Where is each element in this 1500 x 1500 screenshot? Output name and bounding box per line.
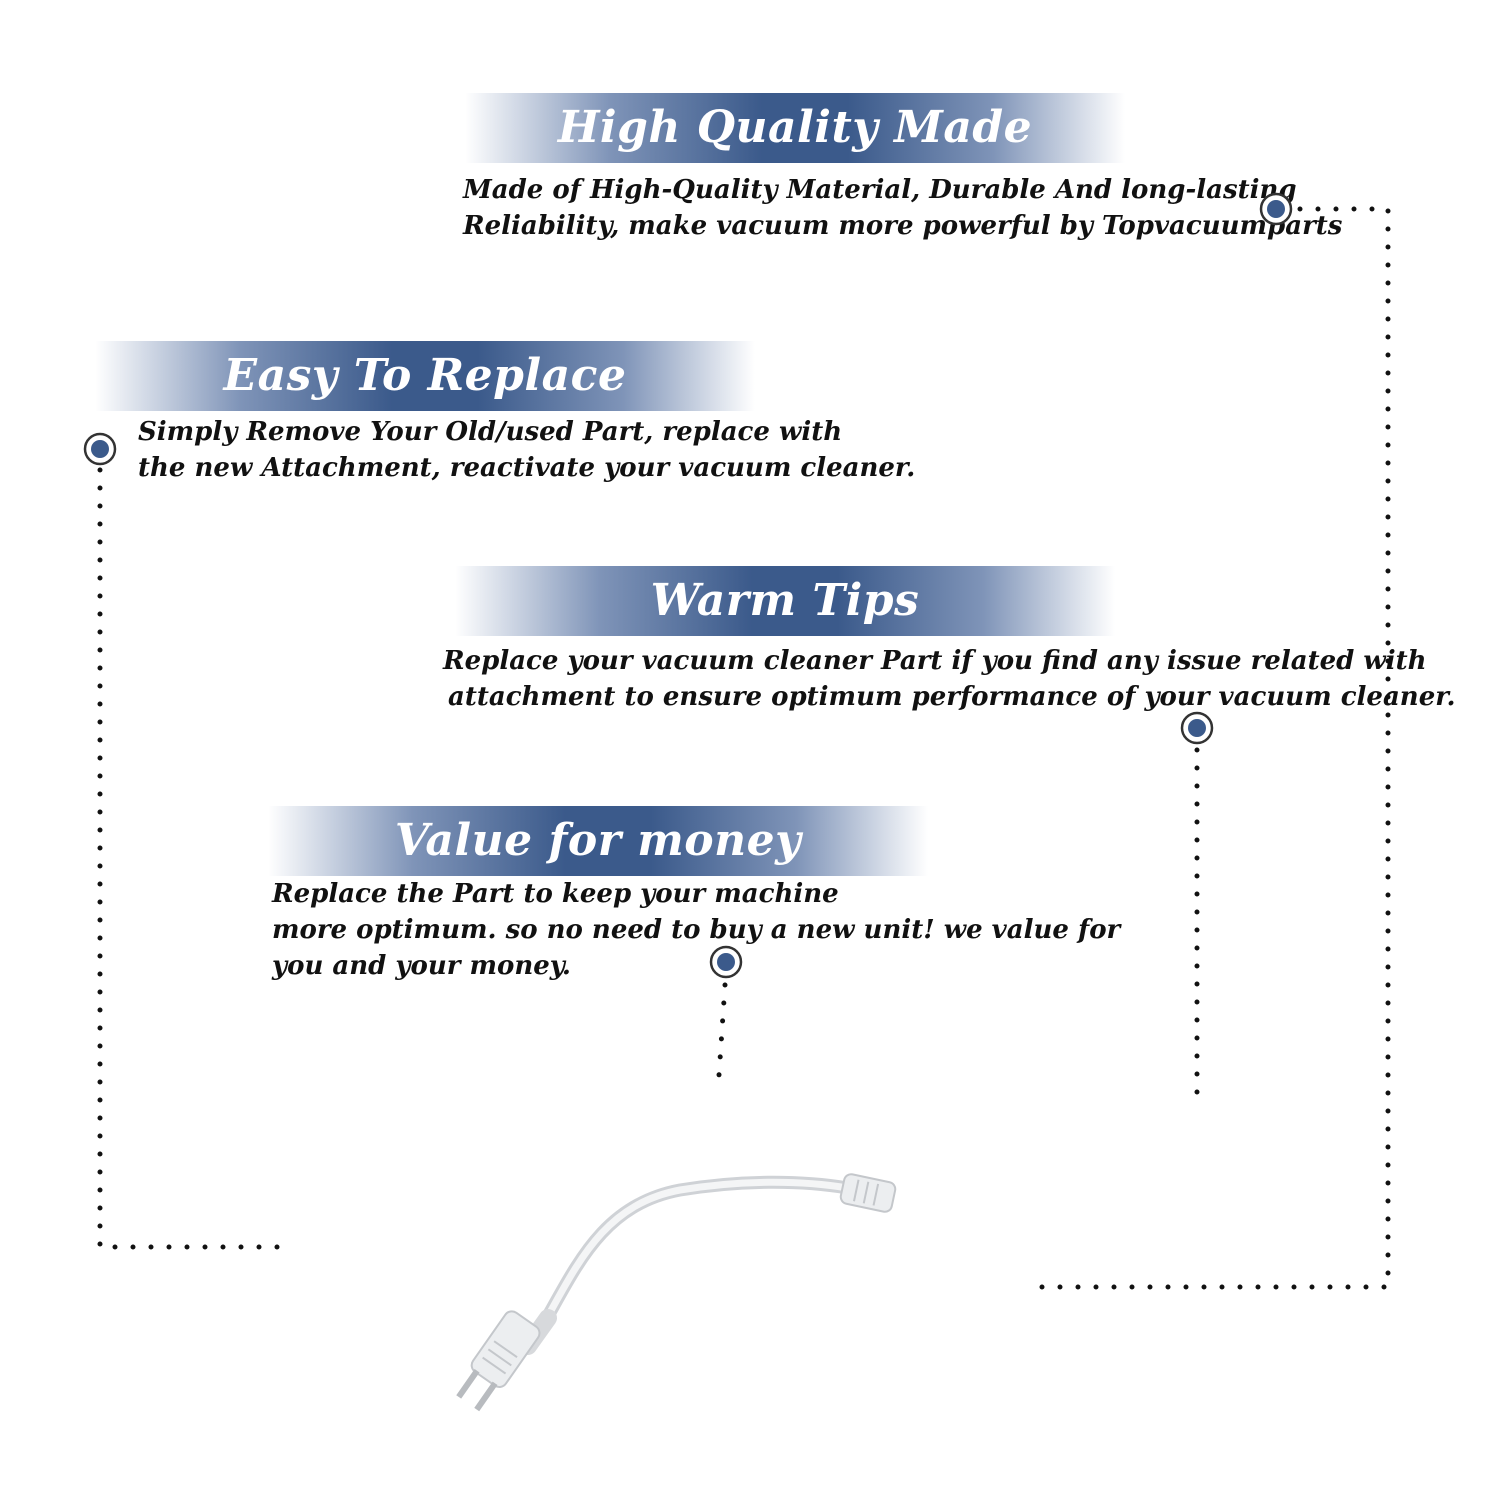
banner-warm-tips: Warm Tips bbox=[455, 566, 1115, 636]
description-line: attachment to ensure optimum performance… bbox=[448, 682, 1456, 712]
description-line: Replace the Part to keep your machine bbox=[272, 879, 839, 909]
banner-title: Warm Tips bbox=[650, 575, 920, 626]
marker-icon bbox=[1259, 192, 1293, 226]
description-high-quality: Made of High-Quality Material, Durable A… bbox=[463, 172, 1342, 244]
banner-value-money: Value for money bbox=[268, 806, 928, 876]
description-line: Made of High-Quality Material, Durable A… bbox=[463, 175, 1297, 205]
description-line: the new Attachment, reactivate your vacu… bbox=[138, 453, 916, 483]
description-value-money: Replace the Part to keep your machine mo… bbox=[272, 876, 1120, 984]
marker-icon bbox=[709, 945, 743, 979]
banner-high-quality: High Quality Made bbox=[465, 93, 1125, 163]
banner-easy-replace: Easy To Replace bbox=[95, 341, 755, 411]
description-line: more optimum. so no need to buy a new un… bbox=[272, 915, 1121, 945]
description-line: Reliability, make vacuum more powerful b… bbox=[463, 211, 1343, 241]
connector-value-money bbox=[715, 982, 728, 1093]
description-line: Simply Remove Your Old/used Part, replac… bbox=[138, 417, 843, 447]
banner-title: Easy To Replace bbox=[223, 350, 627, 401]
marker-icon bbox=[1180, 711, 1214, 745]
banner-title: High Quality Made bbox=[557, 102, 1033, 153]
marker-icon bbox=[83, 432, 117, 466]
description-easy-replace: Simply Remove Your Old/used Part, replac… bbox=[138, 414, 915, 486]
description-warm-tips: Replace your vacuum cleaner Part if you … bbox=[443, 643, 1456, 715]
description-line: Replace your vacuum cleaner Part if you … bbox=[443, 646, 1427, 676]
banner-title: Value for money bbox=[394, 815, 802, 866]
description-line: you and your money. bbox=[272, 951, 571, 981]
